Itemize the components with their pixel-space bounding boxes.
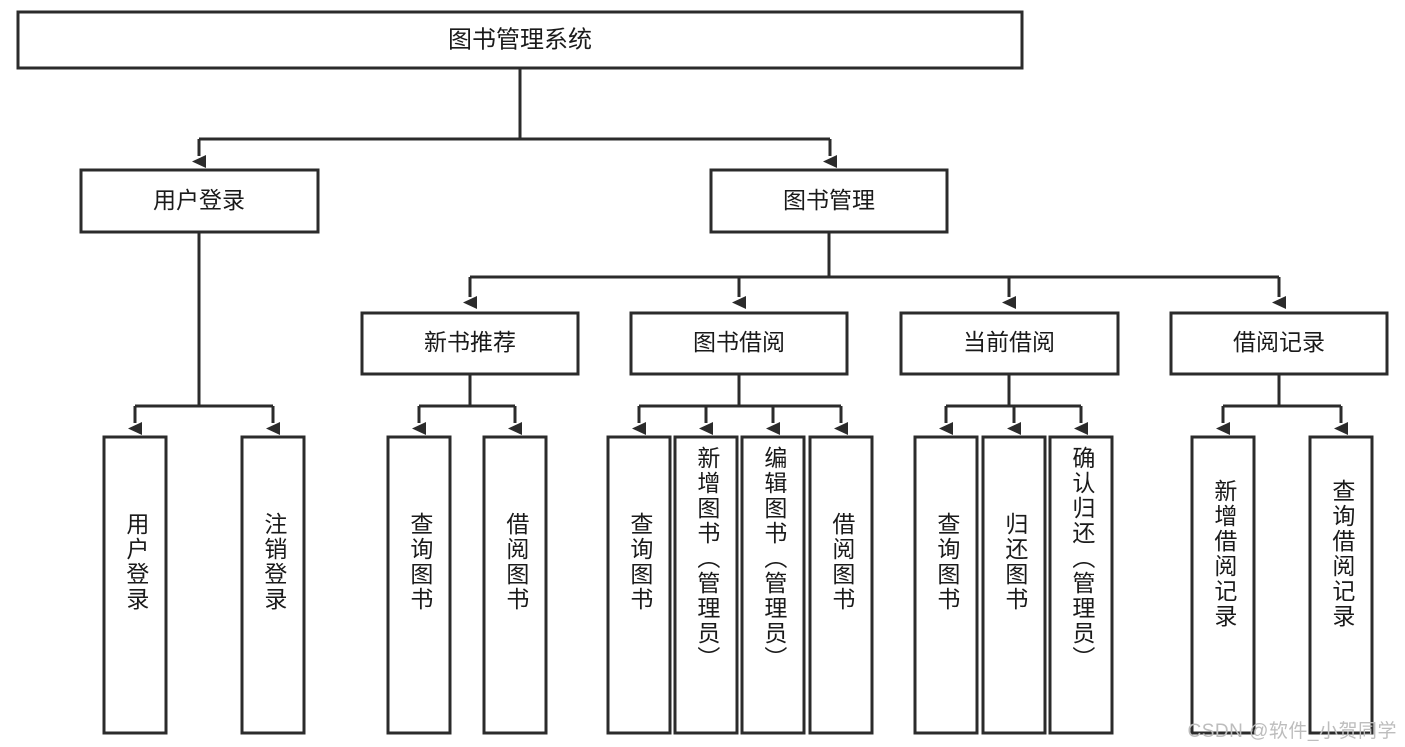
node-current-borrow[interactable]: 当前借阅 (899, 311, 1120, 376)
leaf-box-query-book-new[interactable] (386, 435, 452, 735)
leaf-box-confirm-return-admin[interactable] (1048, 435, 1114, 735)
connector-group-borrow (632, 374, 848, 435)
leaf-box-borrow-book-new[interactable] (482, 435, 548, 735)
node-book-management[interactable]: 图书管理 (709, 168, 949, 234)
leaf-box-query-book-current[interactable] (913, 435, 979, 735)
csdn-watermark: CSDN @软件_小贺同学 (1187, 721, 1397, 742)
leaf-box-logout[interactable] (240, 435, 306, 735)
leaf-box-edit-book-admin[interactable] (740, 435, 806, 735)
connector-group-new-book (412, 374, 522, 435)
node-new-book-recommend-box[interactable] (360, 311, 580, 376)
leaf-box-borrow-book[interactable] (808, 435, 874, 735)
leaf-box-add-book-admin[interactable] (673, 435, 739, 735)
node-new-book-recommend-label: 新书推荐 (424, 329, 516, 355)
connector-group-book-mgmt (463, 232, 1286, 309)
node-root-box[interactable] (16, 10, 1024, 70)
connector-group-root (192, 68, 837, 168)
leaf-boxes (102, 435, 1374, 735)
node-user-login[interactable]: 用户登录 (79, 168, 320, 234)
node-borrow-records-box[interactable] (1169, 311, 1389, 376)
leaf-box-user-login[interactable] (102, 435, 168, 735)
leaf-box-return-book[interactable] (981, 435, 1047, 735)
connector-group-current (939, 374, 1088, 435)
node-root[interactable]: 图书管理系统 (16, 10, 1024, 70)
node-book-borrow-box[interactable] (629, 311, 849, 376)
connector-group-user-login (128, 232, 280, 435)
node-borrow-records-label: 借阅记录 (1233, 329, 1325, 355)
node-book-management-label: 图书管理 (783, 187, 875, 213)
node-user-login-box[interactable] (79, 168, 320, 234)
node-book-borrow-label: 图书借阅 (693, 329, 785, 355)
node-current-borrow-label: 当前借阅 (963, 329, 1055, 355)
leaf-box-add-borrow-record[interactable] (1190, 435, 1256, 735)
node-user-login-label: 用户登录 (153, 187, 245, 213)
node-new-book-recommend[interactable]: 新书推荐 (360, 311, 580, 376)
node-root-label: 图书管理系统 (448, 26, 592, 53)
connector-group-records (1216, 374, 1348, 435)
node-book-borrow[interactable]: 图书借阅 (629, 311, 849, 376)
leaf-box-query-book-borrow[interactable] (606, 435, 672, 735)
node-borrow-records[interactable]: 借阅记录 (1169, 311, 1389, 376)
node-current-borrow-box[interactable] (899, 311, 1120, 376)
leaf-box-query-borrow-record[interactable] (1308, 435, 1374, 735)
node-book-management-box[interactable] (709, 168, 949, 234)
